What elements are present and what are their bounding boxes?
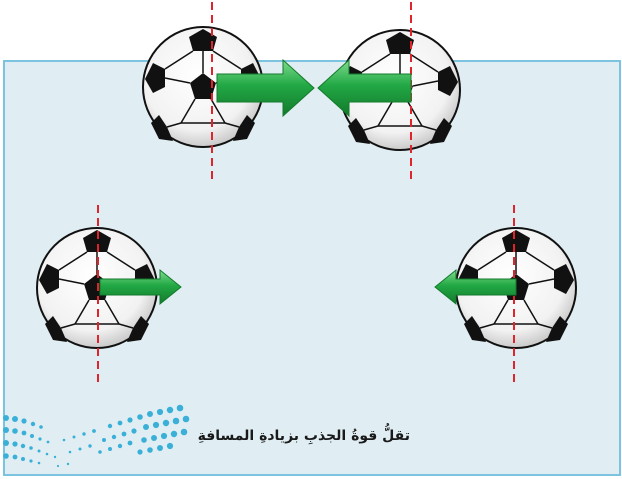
dotted-logo-icon xyxy=(3,405,189,467)
caption-text: تقلُّ قوةُ الجذبِ بزيادةِ المسافةِ xyxy=(200,428,410,444)
